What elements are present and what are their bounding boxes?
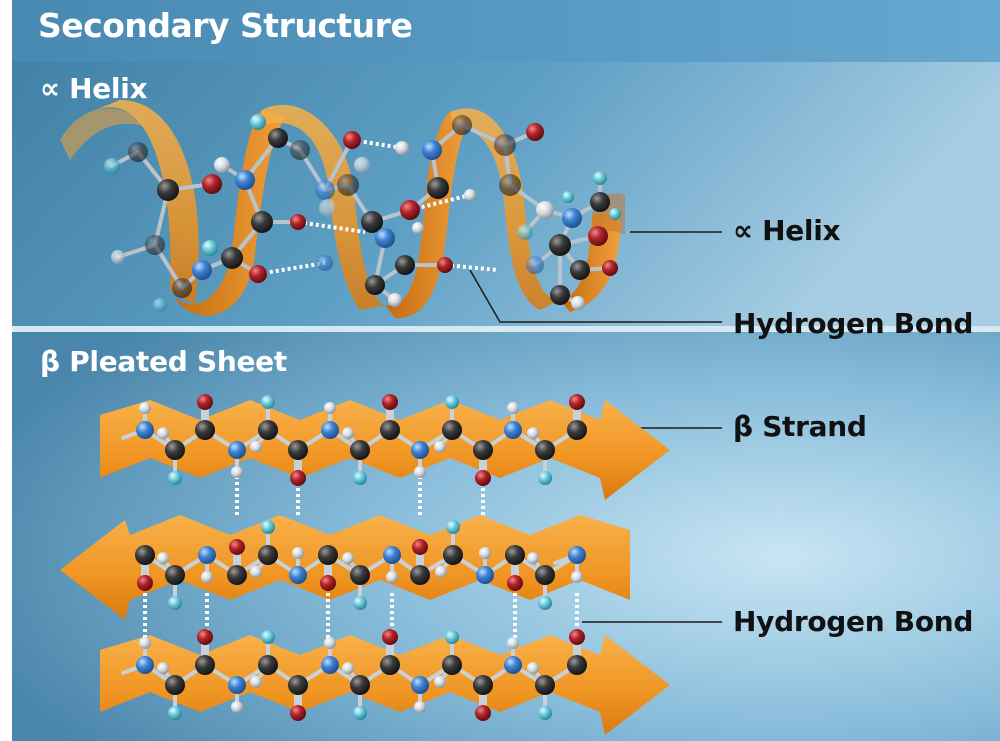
beta-strand-top: [100, 400, 670, 500]
title-bar: [12, 0, 1000, 62]
panel-divider: [12, 326, 1000, 332]
helix-atoms: [104, 114, 621, 312]
beta-atoms: [121, 394, 587, 721]
label-hydrogen-bond-sheet: Hydrogen Bond: [733, 605, 974, 638]
alpha-helix-ribbon: [60, 100, 625, 319]
label-hydrogen-bond-helix: Hydrogen Bond: [733, 307, 974, 340]
section-title-sheet: β Pleated Sheet: [40, 345, 287, 378]
section-title-helix: ∝ Helix: [40, 72, 148, 105]
label-alpha-helix: ∝ Helix: [733, 214, 841, 247]
label-beta-strand: β Strand: [733, 410, 867, 443]
page-title: Secondary Structure: [38, 6, 413, 45]
beta-strand-bottom: [100, 635, 670, 735]
